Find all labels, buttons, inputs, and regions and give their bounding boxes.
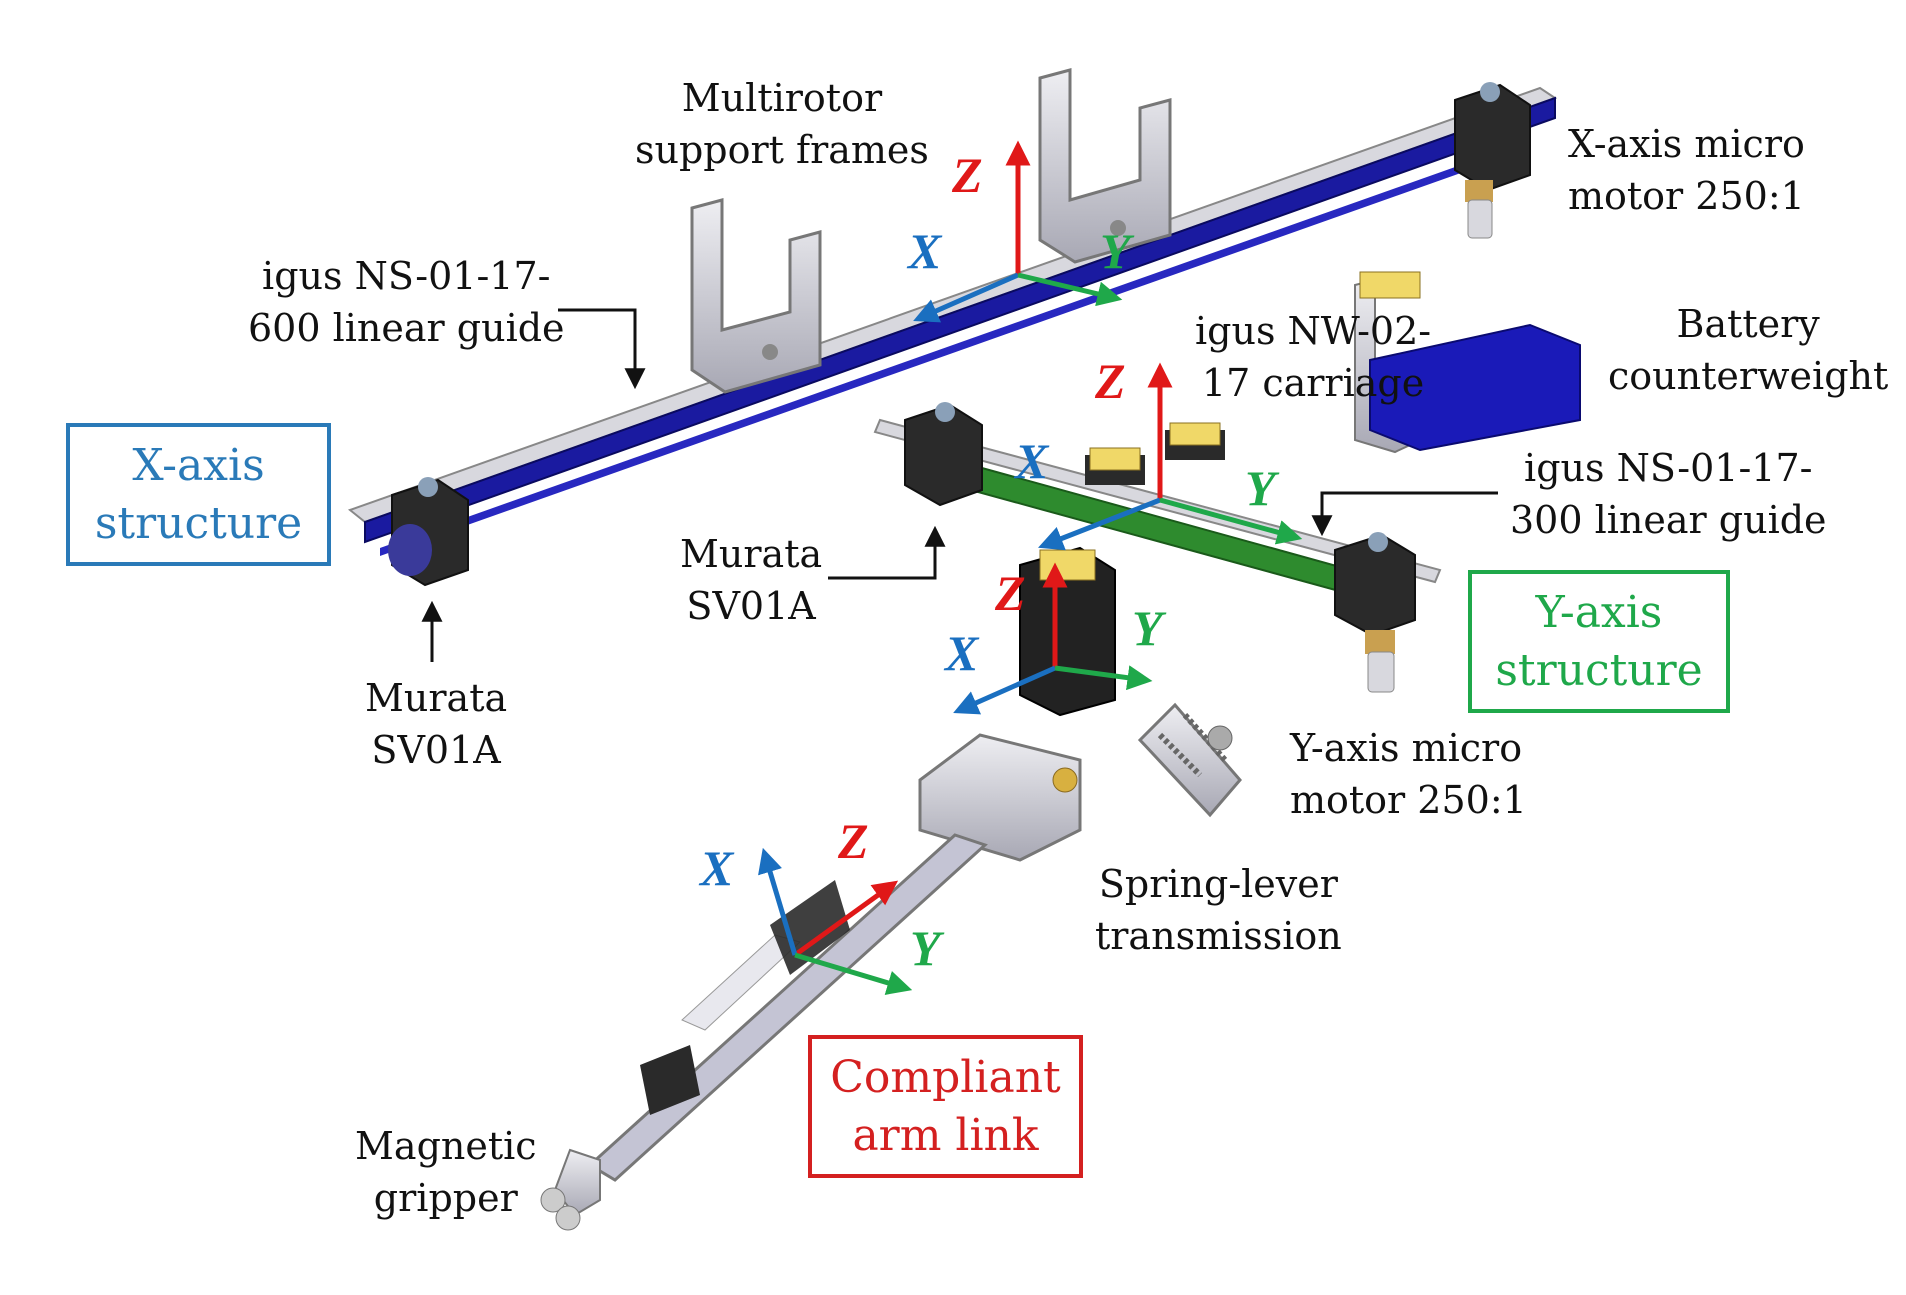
- compliant-arm-link-box: Compliant arm link: [808, 1035, 1083, 1178]
- frame-y-carriage: [1038, 362, 1303, 551]
- guide600-leader: [558, 308, 646, 390]
- battery-counterweight: [1354, 271, 1581, 454]
- murata-mid-leader: [828, 525, 946, 580]
- label-300-linear-guide: igus NS-01-17- 300 linear guide: [1510, 446, 1827, 542]
- frame-top-y-letter: Y: [1100, 223, 1135, 279]
- x-rail-right-block: [1454, 82, 1531, 239]
- label-spring-lever: Spring-lever transmission: [1095, 862, 1342, 958]
- label-x-axis-motor: X-axis micro motor 250:1: [1568, 122, 1805, 218]
- frame-servo: [953, 562, 1153, 715]
- frame-arm-z-letter: Z: [837, 813, 869, 869]
- frame-servo-y-letter: Y: [1132, 600, 1167, 656]
- label-murata-left: Murata SV01A: [365, 676, 508, 772]
- frame-servo-z-letter: Z: [994, 565, 1026, 621]
- frame-carriage-x-letter: X: [1013, 433, 1050, 489]
- y-axis-structure-box: Y-axis structure: [1468, 570, 1730, 713]
- label-y-axis-motor: Y-axis micro motor 250:1: [1290, 726, 1527, 822]
- frame-top-z-letter: Z: [951, 147, 983, 203]
- servo-body: [1019, 546, 1116, 717]
- label-carriage: igus NW-02- 17 carriage: [1195, 309, 1432, 405]
- frame-servo-x-letter: X: [943, 625, 980, 681]
- label-multirotor-frames: Multirotor support frames: [635, 76, 929, 172]
- compliant-arm-link: [540, 833, 988, 1231]
- x-rail-left-pulley: [388, 477, 469, 587]
- label-murata-mid: Murata SV01A: [680, 532, 823, 628]
- guide300-leader: [1311, 491, 1498, 537]
- frame-top: [913, 140, 1123, 323]
- label-magnetic-gripper: Magnetic gripper: [355, 1124, 537, 1220]
- frame-arm: [758, 847, 913, 995]
- carriage-pair: [1085, 422, 1225, 485]
- frame-top-x-letter: X: [906, 223, 943, 279]
- frame-carriage-y-letter: Y: [1245, 460, 1280, 516]
- y-rail-right-block: [1334, 532, 1416, 693]
- frame-carriage-z-letter: Z: [1094, 353, 1126, 409]
- spring-lever: [1137, 702, 1242, 818]
- arm-bracket: [918, 733, 1082, 862]
- frame-arm-x-letter: X: [698, 840, 735, 896]
- frame-arm-y-letter: Y: [910, 920, 945, 976]
- label-battery-counterweight: Battery counterweight: [1608, 302, 1889, 398]
- support-frame-right: [1038, 68, 1172, 264]
- x-axis-structure-box: X-axis structure: [66, 423, 331, 566]
- y-rail-left-block: [904, 402, 983, 507]
- label-600-linear-guide: igus NS-01-17- 600 linear guide: [248, 254, 565, 350]
- support-frame-left: [690, 198, 822, 394]
